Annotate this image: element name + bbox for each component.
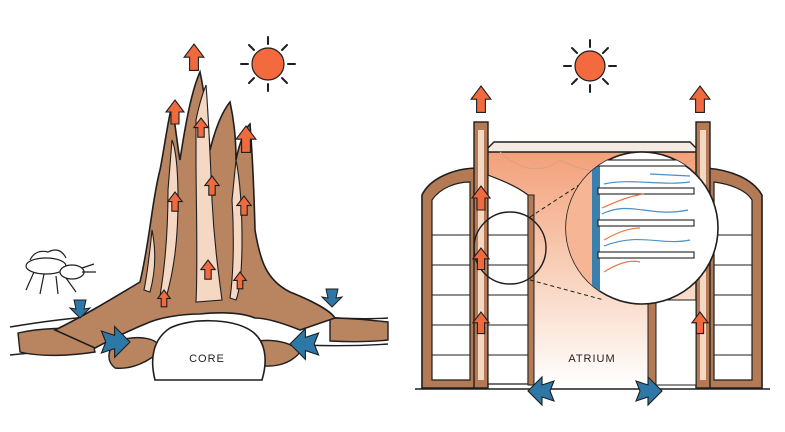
roof bbox=[484, 141, 702, 153]
left-wing-inner bbox=[431, 181, 471, 381]
building-panel: ATRIUM bbox=[415, 39, 770, 390]
termite-icon bbox=[25, 249, 96, 295]
up-arrow-icon bbox=[232, 271, 248, 290]
up-arrow-icon bbox=[689, 85, 711, 113]
up-arrow-icon bbox=[235, 195, 253, 216]
up-arrow-icon bbox=[164, 99, 186, 125]
sun-icon bbox=[240, 36, 296, 92]
up-arrow-icon bbox=[156, 289, 172, 308]
inflow-arrow-icon bbox=[289, 327, 320, 361]
up-arrow-icon bbox=[183, 43, 205, 71]
up-arrow-icon bbox=[471, 247, 491, 271]
up-arrow-icon bbox=[470, 85, 492, 113]
up-arrow-icon bbox=[203, 175, 221, 196]
core-chamber bbox=[151, 319, 266, 381]
up-arrow-icon bbox=[470, 185, 492, 211]
right-atrium-floors bbox=[655, 299, 697, 386]
termite-mound-panel: CORE bbox=[9, 36, 389, 381]
atrium-label: ATRIUM bbox=[568, 353, 615, 365]
up-arrow-icon bbox=[199, 259, 217, 280]
airflow-arrows bbox=[68, 43, 711, 407]
detail-focus-circle bbox=[473, 211, 547, 285]
sun-icon bbox=[563, 39, 617, 93]
right-wing-inner bbox=[713, 181, 753, 381]
inflow-arrow-icon bbox=[527, 375, 555, 407]
inflow-arrow-icon bbox=[68, 299, 92, 319]
left-wing-floors bbox=[432, 234, 470, 356]
up-arrow-icon bbox=[192, 117, 210, 138]
left-atrium-edge bbox=[527, 194, 535, 386]
left-atrium-floor-lines bbox=[488, 234, 528, 356]
inflow-arrow-icon bbox=[635, 375, 663, 407]
core-label: CORE bbox=[189, 353, 225, 365]
up-arrow-icon bbox=[690, 311, 710, 335]
right-atrium-edge bbox=[647, 299, 657, 386]
inflow-arrow-icon bbox=[100, 325, 131, 359]
magnifier-icon bbox=[565, 151, 719, 305]
inflow-arrow-icon bbox=[320, 288, 344, 308]
right-wing-floors bbox=[714, 234, 752, 356]
up-arrow-icon bbox=[166, 191, 184, 212]
mound-body bbox=[53, 69, 337, 349]
up-arrow-icon bbox=[471, 311, 491, 335]
up-arrow-icon bbox=[235, 125, 257, 153]
